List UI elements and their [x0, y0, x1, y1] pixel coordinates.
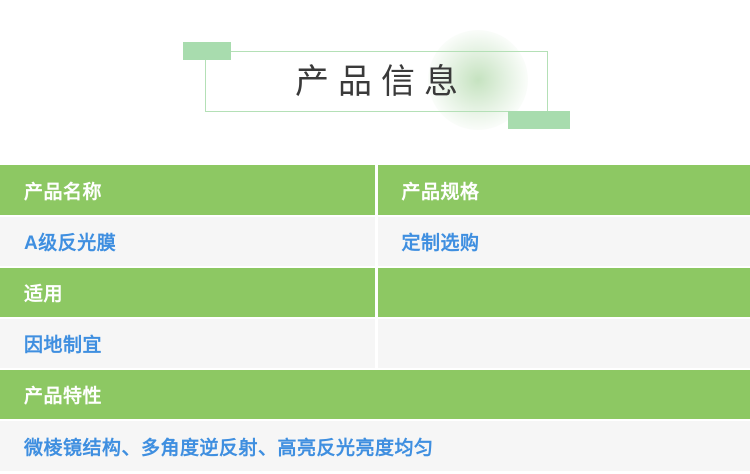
page-title: 产品信息: [295, 62, 467, 101]
table-cell-usage-value: 因地制宜: [0, 318, 378, 370]
table-row: 适用: [0, 267, 750, 319]
banner-frame-decoration: [205, 51, 548, 112]
table-cell-product-name-value: A级反光膜: [0, 216, 378, 268]
banner-accent-block-bottom-right: [508, 111, 570, 129]
table-row: 因地制宜: [0, 318, 750, 370]
product-info-table: 产品名称 产品规格 A级反光膜 定制选购 适用 因地制宜 产品特性 微棱镜结构、…: [0, 165, 750, 471]
table-row: 产品名称 产品规格: [0, 165, 750, 217]
table-cell-usage-header-empty: [376, 267, 750, 319]
banner-accent-block-top-left: [183, 42, 231, 60]
page-banner: 产品信息: [0, 0, 750, 165]
table-cell-product-spec-header: 产品规格: [376, 165, 750, 217]
table-cell-usage-header: 适用: [0, 267, 378, 319]
table-cell-features-header: 产品特性: [0, 369, 750, 421]
table-row: A级反光膜 定制选购: [0, 216, 750, 268]
table-cell-product-name-header: 产品名称: [0, 165, 378, 217]
table-cell-usage-value-empty: [376, 318, 750, 370]
table-row: 产品特性: [0, 369, 750, 421]
table-row: 微棱镜结构、多角度逆反射、高亮反光亮度均匀: [0, 420, 750, 471]
table-cell-product-spec-value: 定制选购: [376, 216, 750, 268]
table-cell-features-value: 微棱镜结构、多角度逆反射、高亮反光亮度均匀: [0, 420, 750, 471]
